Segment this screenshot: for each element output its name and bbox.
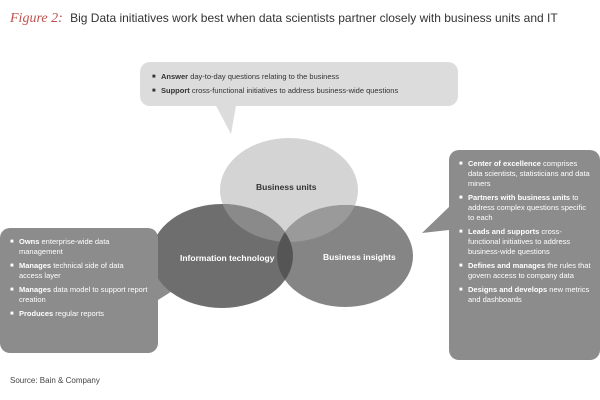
list-item: Designs and develops new metrics and das…: [459, 285, 592, 305]
business-insights-list: Center of excellence comprises data scie…: [449, 150, 600, 305]
list-item: Leads and supports cross-functional init…: [459, 227, 592, 257]
item-bold: Partners with business units: [468, 193, 571, 202]
item-text: data model to support report creation: [19, 285, 148, 304]
business-units-label: Business units: [256, 182, 317, 192]
item-text: day-to-day questions relating to the bus…: [190, 72, 340, 81]
item-bold: Answer: [161, 72, 189, 81]
item-bold: Leads and supports: [468, 227, 540, 236]
figure-title-text: Big Data initiatives work best when data…: [70, 11, 558, 25]
list-item: Manages technical side of data access la…: [10, 261, 148, 281]
business-insights-label: Business insights: [323, 252, 396, 262]
right-callout-pointer: [422, 207, 449, 233]
figure-label: Figure 2:: [10, 11, 63, 26]
item-bold: Manages: [19, 285, 52, 294]
list-item: Partners with business units to address …: [459, 193, 592, 223]
item-bold: Support: [161, 86, 190, 95]
item-bold: Defines and manages: [468, 261, 546, 270]
item-bold: Manages: [19, 261, 52, 270]
item-text: cross-functional initiatives to address …: [191, 86, 399, 95]
business-units-list: Answer day-to-day questions relating to …: [140, 62, 458, 96]
item-bold: Center of excellence: [468, 159, 541, 168]
item-text: comprises data scientists, statisticians…: [468, 159, 590, 188]
business-units-callout: Answer day-to-day questions relating to …: [140, 62, 458, 106]
list-item: Owns enterprise-wide data management: [10, 237, 148, 257]
information-technology-label: Information technology: [180, 253, 275, 263]
list-item: Center of excellence comprises data scie…: [459, 159, 592, 189]
item-text: enterprise-wide data management: [19, 237, 110, 256]
item-bold: Designs and develops: [468, 285, 548, 294]
list-item: Defines and manages the rules that gover…: [459, 261, 592, 281]
list-item: Support cross-functional initiatives to …: [152, 86, 446, 96]
business-insights-callout: Center of excellence comprises data scie…: [449, 150, 600, 360]
item-text: regular reports: [55, 309, 105, 318]
figure-title: Figure 2: Big Data initiatives work best…: [10, 10, 595, 27]
item-text: cross-functional initiatives to address …: [468, 227, 571, 256]
item-text: the rules that govern access to company …: [468, 261, 591, 280]
list-item: Answer day-to-day questions relating to …: [152, 72, 446, 82]
item-bold: Owns: [19, 237, 40, 246]
item-text: to address complex questions specific to…: [468, 193, 586, 222]
list-item: Manages data model to support report cre…: [10, 285, 148, 305]
top-callout-pointer: [213, 100, 237, 134]
item-bold: Produces: [19, 309, 54, 318]
information-technology-callout: Owns enterprise-wide data management Man…: [0, 228, 158, 353]
overlap-bu-it: [220, 204, 293, 242]
item-text: technical side of data access layer: [19, 261, 124, 280]
item-text: new metrics and dashboards: [468, 285, 590, 304]
source-note: Source: Bain & Company: [10, 376, 100, 385]
overlap-bu-bi: [277, 205, 358, 242]
information-technology-list: Owns enterprise-wide data management Man…: [0, 228, 158, 319]
list-item: Produces regular reports: [10, 309, 148, 319]
